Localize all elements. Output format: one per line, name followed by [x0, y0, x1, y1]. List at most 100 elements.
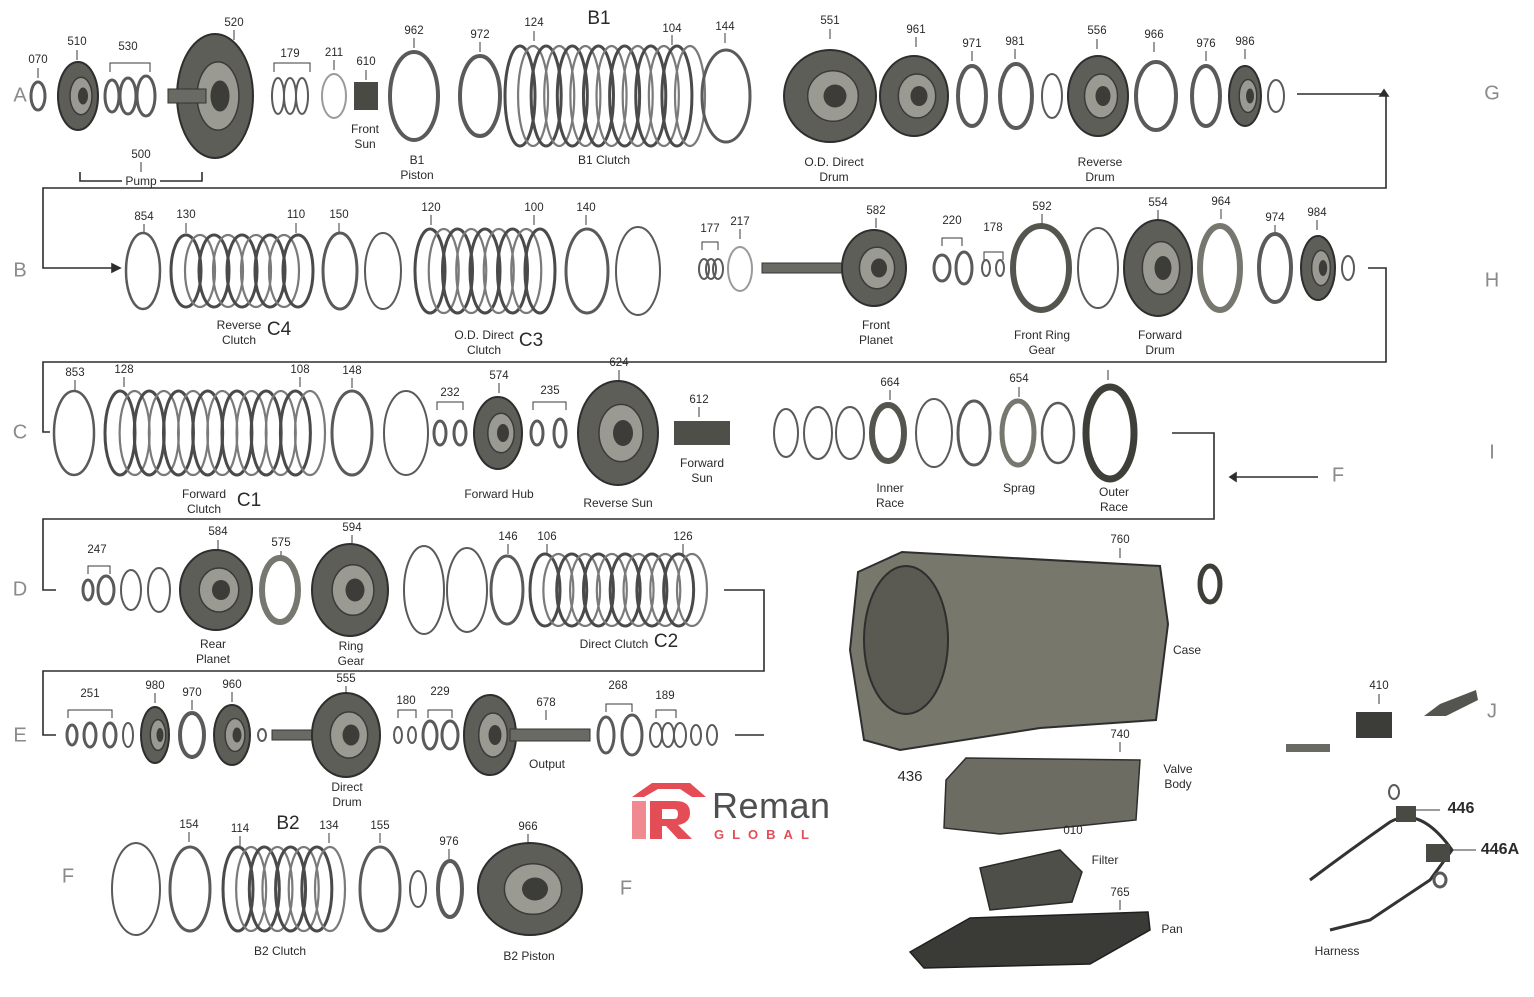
label-forward-hub: Forward Hub [464, 487, 534, 501]
part-number: 178 [983, 222, 1003, 234]
part-number: 678 [536, 697, 556, 709]
front-sun [354, 82, 378, 110]
part-number: 612 [689, 394, 709, 406]
snap-ring [383, 390, 429, 476]
code-b1: B1 [587, 8, 611, 29]
part-number: 962 [404, 25, 424, 37]
bearing [998, 62, 1034, 130]
pin-410 [1286, 744, 1330, 752]
label-case: Case [1172, 643, 1202, 657]
gear-ring [135, 74, 157, 118]
part-number: 177 [700, 223, 720, 235]
part-number: 555 [336, 673, 356, 685]
b1-clutch-plate [581, 44, 615, 148]
snap-ring [700, 48, 752, 144]
reverse-clutch-plate [197, 233, 231, 309]
b1-clutch-plate [569, 44, 602, 148]
connector-a-b [42, 93, 1387, 269]
connector-446 [1396, 806, 1416, 822]
b2-clutch-plate [261, 845, 294, 933]
part-number: 179 [280, 48, 300, 60]
part-number: 211 [324, 47, 344, 59]
b1-clutch-plate [608, 44, 642, 148]
arrowhead-b [111, 262, 122, 274]
seal-ring [432, 419, 448, 447]
part-number: 446 [1447, 800, 1475, 817]
part-number: 584 [208, 526, 228, 538]
part-callout-brackets [37, 29, 1476, 910]
thrust-washer [727, 246, 753, 292]
snap-ring [773, 408, 799, 458]
code-c1: C1 [236, 490, 262, 511]
part-number: 104 [662, 23, 682, 35]
seal-ring [673, 722, 687, 748]
b1-clutch-plate [660, 44, 694, 148]
reman-global-logo: Reman GLOBAL [632, 783, 862, 843]
seal-ring [82, 721, 98, 749]
outer-race [1082, 383, 1138, 483]
seal-ring [407, 726, 417, 744]
part-number: 134 [319, 820, 339, 832]
part-number: 966 [518, 821, 538, 833]
output-spline [509, 728, 591, 742]
b1-clutch-plate [673, 44, 707, 148]
b2-clutch-plate [235, 845, 268, 933]
label-filter: Filter [1091, 853, 1119, 867]
pressure-plate [330, 389, 374, 477]
code-c4: C4 [266, 319, 292, 340]
snap-ring [1041, 73, 1063, 119]
seal-ring [29, 80, 47, 112]
ring-986-bore [1246, 88, 1254, 104]
reverse-clutch-plate [267, 233, 301, 309]
seal-ring [620, 713, 644, 757]
forward-clutch-plate [293, 389, 327, 477]
direct-clutch-plate [622, 552, 655, 628]
row-connector-lines [42, 88, 1390, 736]
side-letter-g: G [1484, 82, 1500, 105]
part-number: 180 [396, 695, 416, 707]
part-number: 130 [176, 209, 196, 221]
b2-clutch-plate [247, 845, 281, 933]
seal-ring [995, 259, 1005, 277]
part-number: 986 [1235, 36, 1255, 48]
part-number: 961 [906, 24, 926, 36]
side-letter-h: H [1484, 269, 1500, 292]
b2-clutch-plate [221, 845, 255, 933]
pump-bracket-right [160, 172, 203, 182]
seal-ring [529, 419, 545, 447]
direct-drum-bore [342, 724, 360, 746]
part-number: 108 [290, 364, 310, 376]
part-number: 410 [1369, 680, 1389, 692]
reverse-clutch-plate [281, 233, 315, 309]
bearing [932, 253, 952, 283]
sensor-410 [1356, 712, 1392, 738]
connector-c-d [42, 432, 1215, 591]
od-direct-clutch-plate [455, 227, 488, 315]
bearing [1190, 64, 1222, 128]
snap-ring [52, 389, 96, 477]
part-number: 554 [1148, 197, 1168, 209]
b2-clutch-plate [274, 845, 308, 933]
seal-ring [65, 723, 79, 747]
rear-planet-bore [212, 580, 230, 600]
label-b2-piston: B2 Piston [503, 949, 555, 963]
part-number: 624 [609, 357, 629, 369]
part-number: 574 [489, 370, 509, 382]
label-direct-clutch: Direct Clutch [579, 637, 649, 651]
parts-layer [29, 33, 1478, 969]
part-number: 654 [1009, 373, 1029, 385]
b2-clutch-plate [300, 845, 334, 933]
part-number: 124 [524, 17, 544, 29]
direct-clutch-plate [555, 552, 589, 628]
part-number: 610 [356, 56, 376, 68]
seal-ring [552, 417, 568, 449]
